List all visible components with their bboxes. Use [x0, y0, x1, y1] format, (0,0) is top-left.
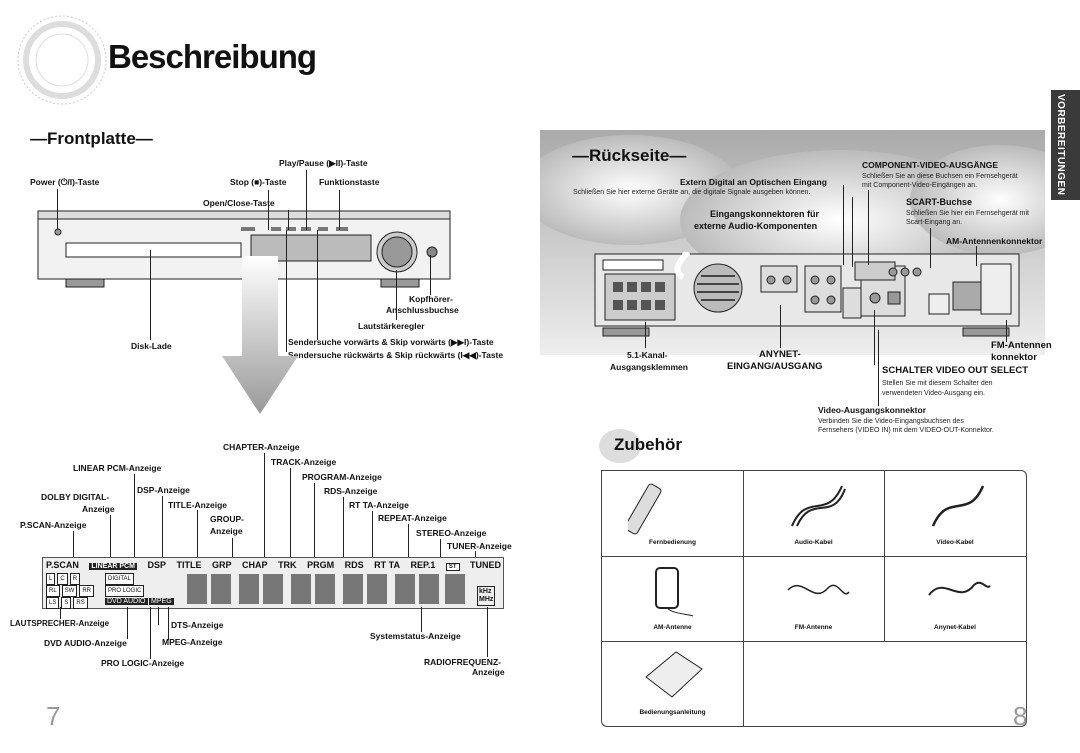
label-radio2: Anzeige	[472, 667, 505, 677]
label-linear: LINEAR PCM-Anzeige	[73, 463, 162, 473]
label-kopf1: Kopfhörer-	[409, 294, 453, 304]
accessory-video-cable: Video-Kabel	[884, 471, 1026, 557]
accessory-manual: Bedienungsanleitung	[602, 641, 744, 726]
label-eingang2: externe Audio-Komponenten	[694, 221, 818, 231]
label-chapter: CHAPTER-Anzeige	[223, 442, 300, 452]
segment-digits	[187, 574, 465, 604]
accessory-remote: Fernbedienung	[602, 471, 744, 557]
remote-icon	[628, 483, 662, 535]
anynet-cable-icon	[928, 581, 991, 596]
front-title: —Frontplatte—	[30, 129, 153, 148]
page-title: Beschreibung	[108, 38, 317, 75]
format-badges: DIGITAL PRO LOGIC DVD AUDIO MPEG	[105, 573, 174, 607]
label-pscan: P.SCAN-Anzeige	[20, 520, 87, 530]
label-kopf2: Anschlussbuchse	[386, 305, 459, 315]
label-program: PROGRAM-Anzeige	[302, 472, 382, 482]
down-arrow-icon	[222, 256, 298, 414]
rear-panel-device	[594, 252, 1020, 337]
rear-title: —Rückseite—	[572, 146, 687, 165]
label-anynet2: EINGANG/AUSGANG	[727, 361, 823, 372]
label-stereo: STEREO-Anzeige	[416, 528, 487, 538]
section-tab: VORBEREITUNGEN	[1051, 90, 1080, 200]
label-fm2: konnektor	[991, 352, 1037, 363]
label-open: Open/Close-Taste	[203, 198, 275, 208]
label-kanal1: 5.1-Kanal-	[627, 350, 668, 360]
label-schalter-title: SCHALTER VIDEO OUT SELECT	[882, 365, 1029, 376]
label-dsp: DSP-Anzeige	[137, 485, 190, 495]
front-display: P.SCAN LINEAR PCM DSP TITLE GRP CHAP TRK…	[42, 557, 504, 609]
accessory-badge	[599, 429, 641, 463]
accessory-anynet-cable: Anynet-Kabel	[884, 556, 1026, 642]
label-extern-title: Extern Digital an Optischen Eingang	[680, 177, 827, 187]
label-am: AM-Antennenkonnektor	[946, 236, 1043, 246]
label-component-text2: mit Component-Video-Eingängen an.	[862, 182, 978, 189]
accessory-fm-antenna: FM-Antenne	[743, 556, 885, 642]
page-number-right: 8	[1013, 701, 1028, 731]
accessories-title: Zubehör	[614, 435, 682, 454]
accessories-grid: Fernbedienung Audio-Kabel Video-Kabel AM…	[601, 470, 1027, 727]
label-anynet1: ANYNET-	[759, 349, 801, 360]
label-eingang1: Eingangskonnektoren für	[710, 209, 820, 219]
label-kanal2: Ausgangsklemmen	[610, 362, 688, 372]
audio-cable-icon	[791, 485, 846, 527]
label-dolby2: Anzeige	[82, 504, 115, 514]
display-indicator-row: P.SCAN LINEAR PCM DSP TITLE GRP CHAP TRK…	[46, 560, 502, 571]
label-group1: GROUP-	[210, 514, 244, 524]
video-cable-icon	[931, 485, 985, 527]
label-rds: RDS-Anzeige	[324, 486, 378, 496]
manual-icon	[645, 651, 703, 698]
label-group2: Anzeige	[210, 526, 243, 536]
label-mpeg: MPEG-Anzeige	[162, 637, 223, 647]
label-laut: Lautstärkeregler	[358, 321, 425, 331]
label-fm1: FM-Antennen	[991, 340, 1052, 351]
label-scart-text2: Scart-Eingang an.	[906, 219, 963, 226]
label-skipf: Sendersuche vorwärts & Skip vorwärts (▶▶…	[288, 337, 494, 347]
label-system: Systemstatus-Anzeige	[370, 631, 461, 641]
label-component-text1: Schließen Sie an diese Buchsen ein Ferns…	[862, 173, 1018, 180]
decorative-circle	[17, 15, 107, 105]
am-antenna-icon	[655, 567, 694, 617]
label-radio1: RADIOFREQUENZ-	[424, 657, 501, 667]
label-lautsp: LAUTSPRECHER-Anzeige	[10, 619, 110, 628]
label-prologic: PRO LOGIC-Anzeige	[101, 658, 185, 668]
label-scart-title: SCART-Buchse	[906, 197, 973, 207]
label-schalter-text1: Stellen Sie mit diesem Schalter den	[882, 380, 993, 387]
label-dvdaudio: DVD AUDIO-Anzeige	[44, 638, 127, 648]
label-stop: Stop (■)-Taste	[230, 177, 287, 187]
label-extern-text: Schließen Sie hier externe Geräte an, di…	[573, 189, 811, 196]
label-funktion: Funktionstaste	[319, 177, 380, 187]
label-skipb: Sendersuche rückwärts & Skip rückwärts (…	[288, 350, 504, 360]
label-schalter-text2: verwendeten Video-Ausgang ein.	[882, 390, 986, 397]
accessory-am-antenna: AM-Antenne	[602, 556, 744, 642]
label-play: Play/Pause (▶II)-Taste	[279, 158, 368, 168]
label-tuner: TUNER-Anzeige	[447, 541, 512, 551]
label-track: TRACK-Anzeige	[271, 457, 337, 467]
label-component-title: COMPONENT-VIDEO-AUSGÄNGE	[862, 160, 999, 170]
accessory-audio-cable: Audio-Kabel	[743, 471, 885, 557]
label-dts: DTS-Anzeige	[171, 620, 224, 630]
label-video-text1: Verbinden Sie die Video-Eingangsbuchsen …	[818, 418, 964, 425]
label-dolby1: DOLBY DIGITAL-	[41, 492, 110, 502]
label-scart-text1: Schließen Sie hier ein Fernsehgerät mit	[906, 210, 1029, 217]
label-rtta: RT TA-Anzeige	[349, 500, 409, 510]
label-disk: Disk-Lade	[131, 341, 172, 351]
label-video-text2: Fernsehers (VIDEO IN) mit dem VIDEO-OUT-…	[818, 427, 994, 434]
page-number-left: 7	[46, 701, 61, 731]
fm-antenna-icon	[787, 584, 850, 595]
label-title: TITLE-Anzeige	[168, 500, 228, 510]
label-power: Power (⏻/I)-Taste	[30, 177, 100, 187]
label-video-title: Video-Ausgangskonnektor	[818, 405, 926, 415]
label-repeat: REPEAT-Anzeige	[378, 513, 447, 523]
